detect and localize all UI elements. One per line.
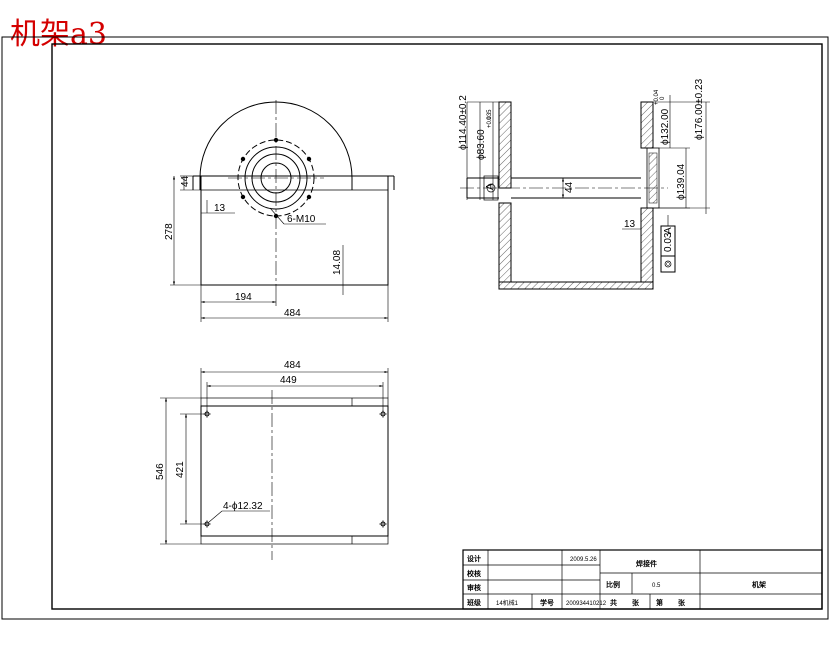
tb-class-val: 14机械1 — [496, 599, 519, 607]
front-view — [170, 100, 395, 322]
sheet-inner-border — [51, 43, 823, 610]
section-dia-132-tol-lower: 0 — [660, 96, 666, 100]
section-dia-176: ϕ176.00±0.23 — [694, 78, 705, 140]
front-dim-278: 278 — [164, 223, 175, 240]
section-dim-13: 13 — [624, 219, 636, 230]
tb-sheet-a: 第 — [656, 598, 663, 607]
bottom-view — [160, 368, 389, 560]
gdt-datum: A — [663, 227, 674, 234]
section-dia-83-tol-upper: +0.035 — [487, 109, 493, 128]
tb-student-no: 学号 — [540, 598, 554, 607]
bottom-dim-449: 449 — [280, 375, 297, 386]
front-holes-label: 6-M10 — [287, 214, 316, 225]
section-dim-44: 44 — [564, 181, 575, 193]
tb-student-no-val: 200934410212 — [566, 601, 607, 607]
section-dia-132-tol-upper: +0.04 — [654, 89, 660, 105]
tb-review: 审核 — [467, 583, 481, 592]
tb-scale-val: 0.5 — [652, 583, 661, 589]
section-dia-132: ϕ132.00 — [660, 108, 671, 145]
bottom-dim-484: 484 — [284, 360, 301, 371]
section-dia-83: ϕ83.60 — [476, 129, 487, 160]
front-dim-13: 13 — [214, 203, 226, 214]
tb-part-name: 机架 — [752, 580, 766, 589]
section-dia-83-tol-lower: 0 — [487, 116, 493, 120]
front-dim-14: 14.08 — [332, 250, 343, 275]
bottom-dim-546: 546 — [155, 463, 166, 480]
front-dim-484: 484 — [284, 308, 301, 319]
sheet-outer-border — [1, 36, 829, 620]
title-block — [462, 549, 823, 610]
front-frame-body — [200, 175, 389, 286]
section-view — [460, 95, 710, 290]
tb-total-a: 共 — [610, 598, 617, 607]
tb-design-date: 2009.5.26 — [570, 557, 597, 563]
tb-scale: 比例 — [606, 580, 620, 589]
tb-total-b: 张 — [632, 598, 640, 607]
tb-check: 校核 — [467, 569, 481, 578]
tb-sheet-b: 张 — [678, 598, 686, 607]
tb-material: 焊接件 — [636, 559, 657, 568]
section-dia-114: ϕ114.40±0.2 — [458, 95, 469, 150]
section-datum: A — [485, 183, 496, 190]
bottom-holes-label: 4-ϕ12.32 — [223, 501, 263, 512]
tb-class: 班级 — [467, 598, 482, 607]
gdt-value: 0.03 — [663, 232, 674, 252]
front-dim-194: 194 — [235, 292, 252, 303]
tb-design: 设计 — [467, 554, 481, 563]
bottom-dim-421: 421 — [175, 461, 186, 478]
sheet-title: 机架a3 — [10, 17, 107, 52]
section-dia-139: ϕ139.04 — [676, 163, 687, 200]
front-dim-44: 44 — [180, 175, 191, 187]
